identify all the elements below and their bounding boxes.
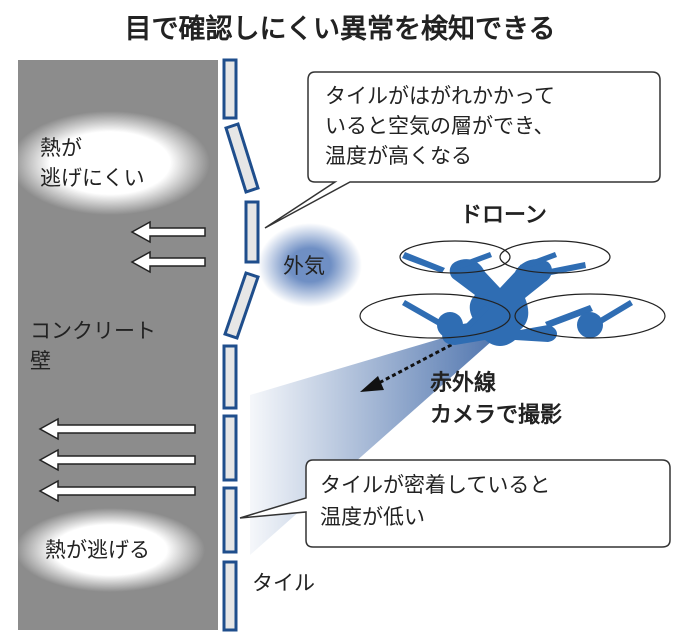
callout-top-line-1: タイルがはがれかかって <box>325 84 555 108</box>
outside-air-blob <box>258 223 362 307</box>
callout-bottom-line-1: タイルが密着していると <box>320 473 550 497</box>
arrow-icon <box>130 250 206 274</box>
wall-label-2: 壁 <box>30 349 51 373</box>
page-title: 目で確認しにくい異常を検知できる <box>125 13 556 45</box>
heat-escapes-label: 熱が逃げる <box>45 538 150 562</box>
camera-label-2: カメラで撮影 <box>430 402 562 428</box>
arrow-icon <box>38 417 196 441</box>
callout-top-line-3: 温度が高くなる <box>325 144 472 168</box>
callout-bottom: タイルが密着していると 温度が低い <box>239 459 671 548</box>
drone-icon <box>359 240 666 346</box>
heat-escape-glow <box>15 508 205 592</box>
heat-hard-label-1: 熱が <box>40 136 82 160</box>
callout-top: タイルがはがれかかって いると空気の層ができ、 温度が高くなる <box>264 71 661 229</box>
arrow-icon <box>38 448 196 472</box>
arrowhead-icon <box>360 376 384 392</box>
arrow-icon <box>38 479 196 503</box>
callout-top-line-2: いると空気の層ができ、 <box>325 114 555 138</box>
heat-hard-label-2: 逃げにくい <box>40 166 145 190</box>
camera-label-1: 赤外線 <box>430 370 496 396</box>
tiles <box>222 58 260 632</box>
arrow-icon <box>130 220 206 244</box>
heat-arrows <box>38 220 206 503</box>
callout-bottom-line-2: 温度が低い <box>320 505 425 529</box>
drone-label: ドローン <box>460 203 547 228</box>
outside-air-label: 外気 <box>283 254 325 278</box>
heat-trapped-glow <box>10 111 210 215</box>
wall-label-1: コンクリート <box>30 319 156 343</box>
tile-label: タイル <box>252 571 315 595</box>
